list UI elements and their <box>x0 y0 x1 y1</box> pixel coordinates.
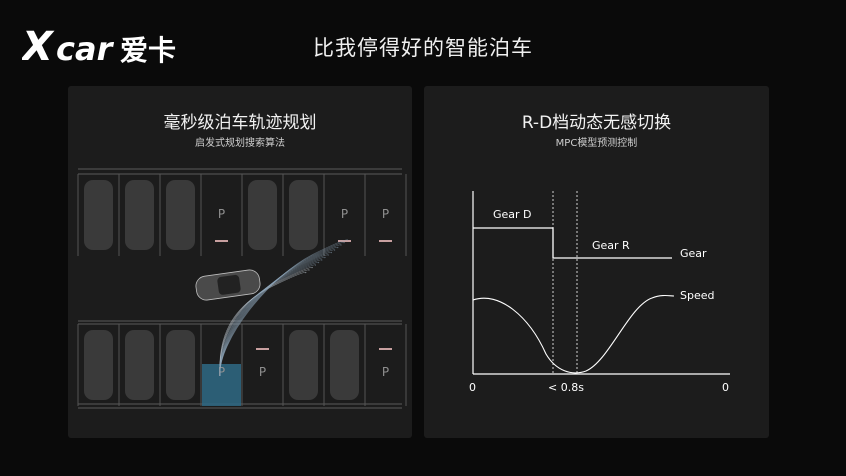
trajectory-line <box>219 241 345 377</box>
trajectory-line <box>219 271 307 377</box>
parked-car <box>289 330 318 400</box>
parked-car <box>125 330 154 400</box>
slot-label: P <box>382 207 389 221</box>
parked-car <box>166 330 195 400</box>
slot-label: P <box>259 365 266 379</box>
parked-car <box>125 180 154 250</box>
gear-line <box>473 227 672 259</box>
trajectory-line <box>219 244 342 377</box>
target-slot-highlight <box>202 364 241 406</box>
svg-text:X: X <box>22 24 55 68</box>
parked-car <box>166 180 195 250</box>
slot-label: P <box>341 207 348 221</box>
moving-car-window <box>217 274 241 295</box>
slot-marker <box>379 348 392 350</box>
slot-marker <box>215 240 228 242</box>
slot-marker <box>338 240 351 242</box>
parking-planning-panel: 毫秒级泊车轨迹规划 启发式规划搜索算法 P P P P P P <box>68 86 412 438</box>
xcar-logo: X car 爱卡 <box>22 24 176 68</box>
parked-car <box>289 180 318 250</box>
parked-car <box>84 330 113 400</box>
x-mid-label: < 0.8s <box>548 381 584 394</box>
panel-subtitle: MPC模型预测控制 <box>555 138 638 149</box>
speed-curve <box>472 294 675 374</box>
panel-title: R-D档动态无感切换 <box>521 113 672 133</box>
speed-legend: Speed <box>680 289 714 302</box>
slot-marker <box>256 348 269 350</box>
svg-text:car: car <box>56 30 115 68</box>
svg-text:爱卡: 爱卡 <box>120 34 176 67</box>
x-start-label: 0 <box>469 381 476 394</box>
trajectory-line <box>219 239 349 377</box>
parked-car <box>330 330 359 400</box>
panel-subtitle: 启发式规划搜索算法 <box>195 138 285 149</box>
gear-speed-diagram: Gear D Gear R Gear Speed 0 < 0.8s 0 <box>469 191 730 394</box>
parked-car <box>84 180 113 250</box>
page-title: 比我停得好的智能泊车 <box>313 36 533 60</box>
slot-label: P <box>218 207 225 221</box>
gear-switch-panel: R-D档动态无感切换 MPC模型预测控制 Gear D Gear R Gear … <box>424 86 769 438</box>
parking-lot-diagram: P P P P P P <box>77 168 407 409</box>
parked-car <box>248 180 277 250</box>
slot-marker <box>379 240 392 242</box>
gear-d-label: Gear D <box>493 208 532 221</box>
trajectory-line <box>219 246 339 377</box>
gear-r-label: Gear R <box>592 239 630 252</box>
slot-label: P <box>382 365 389 379</box>
slot-label: P <box>218 365 225 379</box>
panel-title: 毫秒级泊车轨迹规划 <box>163 113 317 133</box>
x-end-label: 0 <box>722 381 729 394</box>
gear-legend: Gear <box>680 247 707 260</box>
